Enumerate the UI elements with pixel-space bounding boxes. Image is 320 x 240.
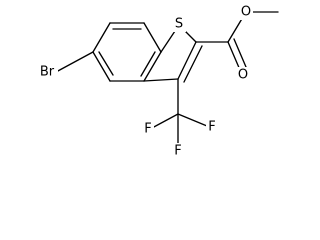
- mask-fluorine-left: [142, 121, 154, 137]
- bond-ring-bromine: [55, 51, 94, 73]
- fluorine-left-label: F: [144, 122, 151, 137]
- bond-cf3-f-right: [177, 113, 208, 127]
- mask-fluorine-bottom: [172, 143, 184, 159]
- bond-carbonyl-double-a: [227, 41, 241, 71]
- bond-benzene-double-3: [98, 51, 114, 76]
- mask-bromine: [36, 64, 58, 80]
- bond-thiophene-c2-c3: [177, 41, 197, 80]
- mask-carbonyl-oxygen: [236, 67, 250, 83]
- mask-fluorine-right: [206, 119, 218, 135]
- bond-benzene-3: [143, 51, 162, 82]
- bond-benzene-double-2: [140, 51, 156, 77]
- bond-benzene-6: [92, 22, 111, 53]
- bond-benzene-5: [92, 51, 111, 82]
- bond-benzene-2: [143, 22, 162, 53]
- sulfur-label: S: [175, 17, 183, 32]
- bond-cf3-f-left: [151, 113, 179, 129]
- fluorine-right-label: F: [208, 120, 215, 135]
- ester-oxygen-label: O: [241, 5, 251, 20]
- mask-sulfur: [172, 16, 186, 32]
- molecule-diagram: S Br O O F F F: [36, 4, 279, 159]
- bond-thiophene-c3-c3a: [143, 78, 179, 82]
- mask-ester-oxygen: [239, 4, 253, 20]
- carbonyl-oxygen-label: O: [238, 68, 248, 83]
- structure-svg: S Br O O F F F: [36, 4, 279, 159]
- bond-carbonyl-double-b: [233, 38, 247, 68]
- bromine-label: Br: [40, 65, 55, 80]
- fluorine-bottom-label: F: [174, 144, 181, 159]
- bond-thiophene-c2-c3-double: [183, 45, 203, 83]
